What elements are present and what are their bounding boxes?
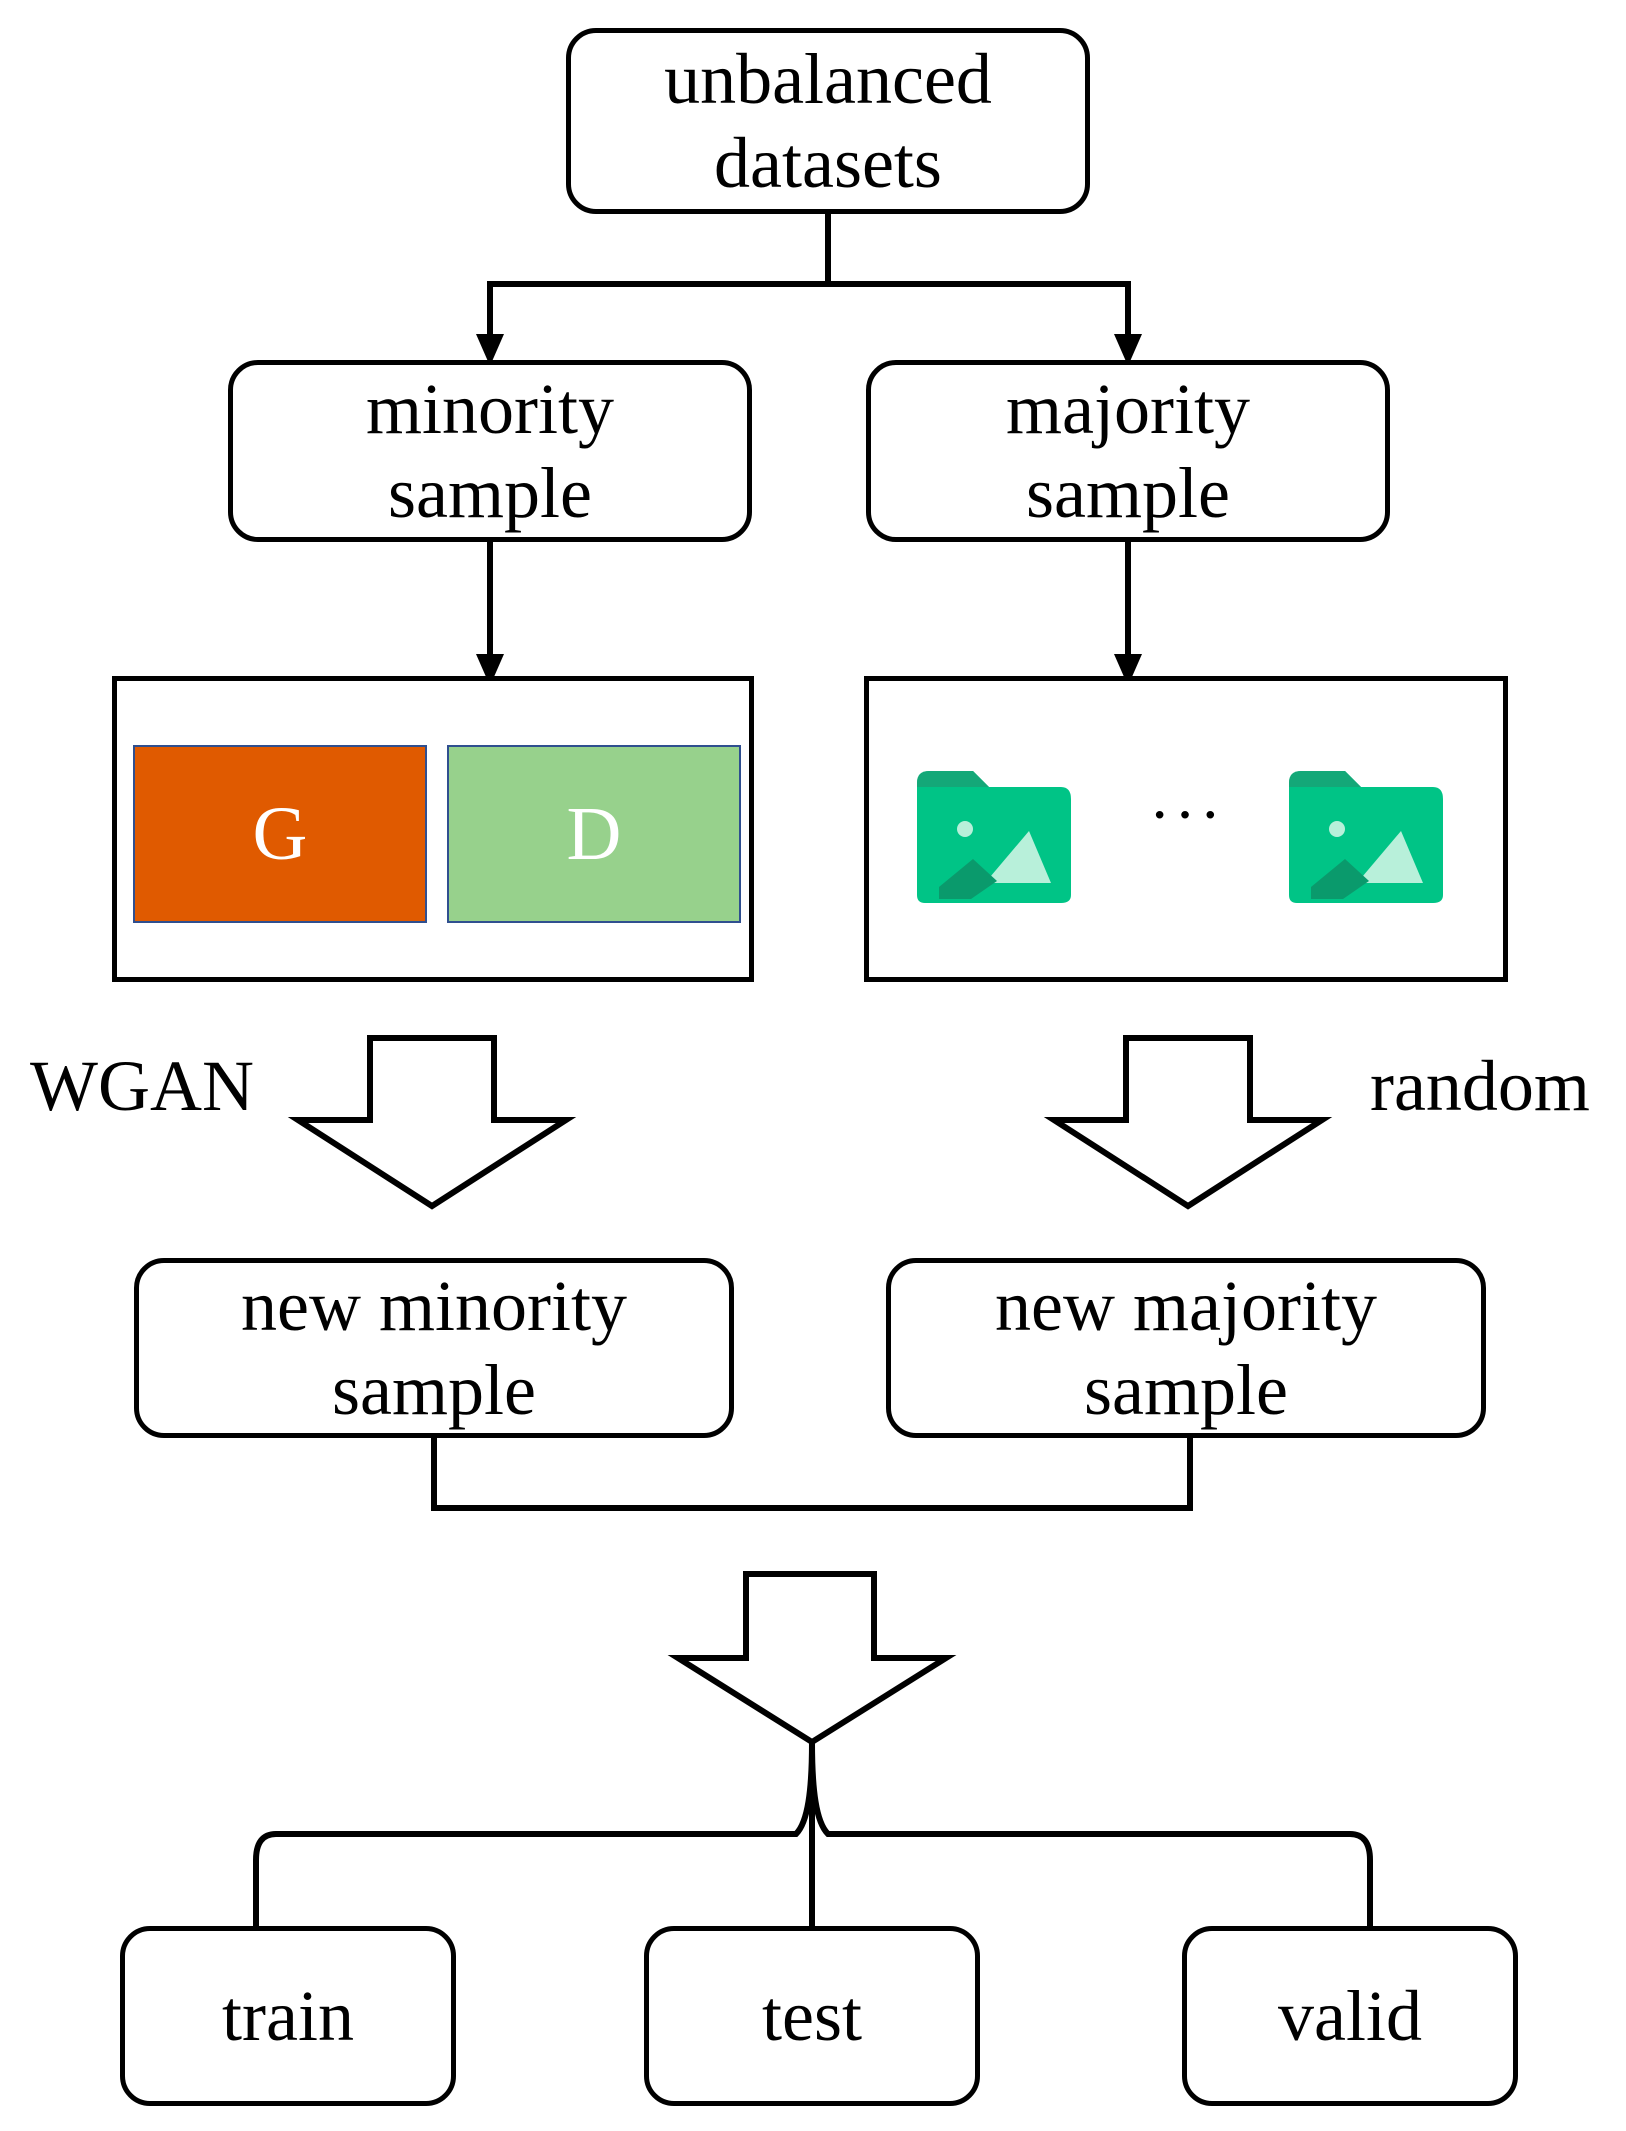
wgan-label: WGAN [30,1046,254,1126]
generator-label: G [252,791,308,876]
random-block-arrow [1043,1035,1333,1210]
train-node: train [120,1926,456,2106]
test-node: test [644,1926,980,2106]
majority-sample-node: majority sample [866,360,1390,542]
image-folder-icon [917,771,1071,903]
arrowhead-majority [1114,334,1142,366]
valid-node: valid [1182,1926,1518,2106]
new-majority-sample-node: new majority sample [886,1258,1486,1438]
arrowhead-majority-panel [1114,654,1142,686]
wgan-panel: G D [112,676,754,982]
node-label: sample [1084,1350,1288,1430]
node-label: datasets [714,123,942,203]
node-label: sample [332,1350,536,1430]
node-label: unbalanced [664,39,992,119]
node-label: test [762,1976,862,2056]
node-label: minority [366,369,614,449]
node-label: sample [1026,453,1230,533]
node-label: new minority [241,1266,627,1346]
wgan-block-arrow [287,1035,577,1210]
node-label: new majority [995,1266,1377,1346]
unbalanced-datasets-node: unbalanced datasets [566,28,1090,214]
majority-samples-panel: ··· [864,676,1508,982]
arrowhead-minority-panel [476,654,504,686]
arrowhead-minority [476,334,504,366]
discriminator-block: D [447,745,741,923]
ellipsis: ··· [1149,779,1225,850]
node-label: majority [1006,369,1250,449]
generator-block: G [133,745,427,923]
node-label: sample [388,453,592,533]
random-label: random [1370,1046,1590,1126]
merge-block-arrow [667,1571,957,1746]
node-label: valid [1278,1976,1422,2056]
minority-sample-node: minority sample [228,360,752,542]
new-minority-sample-node: new minority sample [134,1258,734,1438]
image-folder-icon [1289,771,1443,903]
discriminator-label: D [566,791,622,876]
node-label: train [222,1976,354,2056]
